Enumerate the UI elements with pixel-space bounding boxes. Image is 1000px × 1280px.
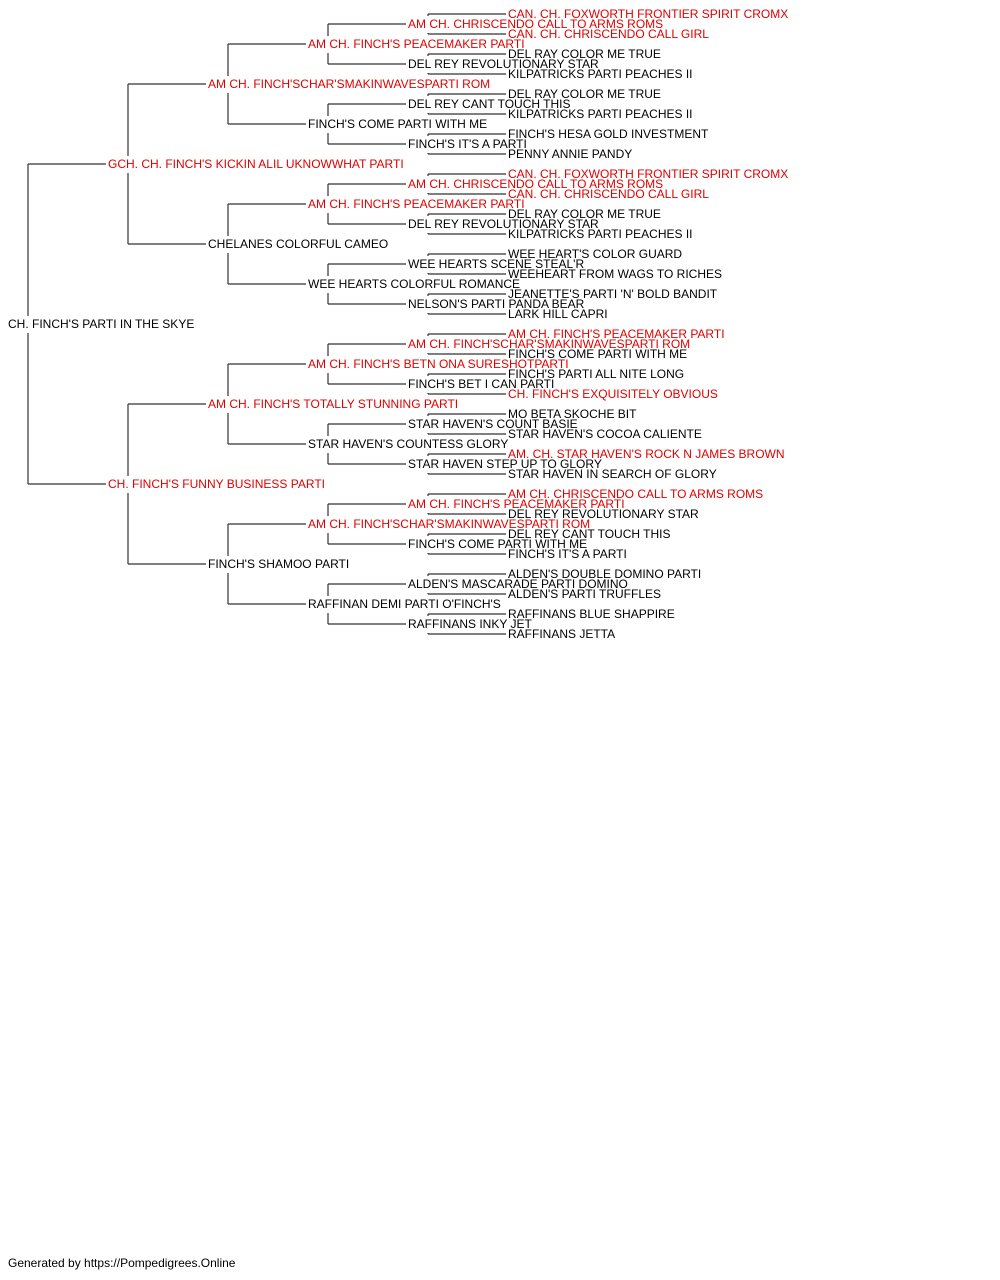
ancestor-name: DEL RAY COLOR ME TRUE: [508, 47, 661, 61]
ancestor-name: DEL REY REVOLUTIONARY STAR: [408, 217, 599, 231]
ancestor-name: DEL REY CANT TOUCH THIS: [508, 527, 671, 541]
ancestor-name-titled: CAN. CH. CHRISCENDO CALL GIRL: [508, 27, 709, 41]
ancestor-name-titled: AM CH. FINCH'SCHAR'SMAKINWAVESPARTI ROM: [208, 77, 490, 91]
ancestor-name: RAFFINAN DEMI PARTI O'FINCH'S: [308, 597, 501, 611]
ancestor-name: RAFFINANS BLUE SHAPPIRE: [508, 607, 675, 621]
ancestor-name: ALDEN'S DOUBLE DOMINO PARTI: [508, 567, 701, 581]
ancestor-name: NELSON'S PARTI PANDA BEAR: [408, 297, 585, 311]
ancestor-name: WEEHEART FROM WAGS TO RICHES: [508, 267, 722, 281]
ancestor-name: DEL REY REVOLUTIONARY STAR: [408, 57, 599, 71]
ancestor-name: STAR HAVEN'S COUNTESS GLORY: [308, 437, 508, 451]
ancestor-name: KILPATRICKS PARTI PEACHES II: [508, 107, 693, 121]
ancestor-name: RAFFINANS JETTA: [508, 627, 615, 641]
ancestor-name-titled: CAN. CH. FOXWORTH FRONTIER SPIRIT CROMX: [508, 167, 788, 181]
ancestor-name-titled: CAN. CH. CHRISCENDO CALL GIRL: [508, 187, 709, 201]
ancestor-name: FINCH'S IT'S A PARTI: [508, 547, 627, 561]
ancestor-name: WEE HEARTS COLORFUL ROMANCE: [308, 277, 520, 291]
ancestor-name: FINCH'S BET I CAN PARTI: [408, 377, 554, 391]
ancestor-name: FINCH'S COME PARTI WITH ME: [308, 117, 487, 131]
ancestor-name: DEL RAY COLOR ME TRUE: [508, 207, 661, 221]
ancestor-name: ALDEN'S MASCARADE PARTI DOMINO: [408, 577, 628, 591]
ancestor-name: DEL RAY COLOR ME TRUE: [508, 87, 661, 101]
ancestor-name-titled: AM CH. FINCH'SCHAR'SMAKINWAVESPARTI ROM: [308, 517, 590, 531]
ancestor-name-titled: AM CH. FINCH'S PEACEMAKER PARTI: [308, 37, 525, 51]
ancestor-name: FINCH'S PARTI ALL NITE LONG: [508, 367, 684, 381]
ancestor-name-titled: AM CH. CHRISCENDO CALL TO ARMS ROMS: [408, 177, 663, 191]
ancestor-name: FINCH'S HESA GOLD INVESTMENT: [508, 127, 709, 141]
ancestor-name: STAR HAVEN'S COUNT BASIE: [408, 417, 578, 431]
subject-dog-name: CH. FINCH'S PARTI IN THE SKYE: [8, 317, 194, 331]
ancestor-name-titled: CAN. CH. FOXWORTH FRONTIER SPIRIT CROMX: [508, 7, 788, 21]
ancestor-name-titled: AM CH. FINCH'SCHAR'SMAKINWAVESPARTI ROM: [408, 337, 690, 351]
ancestor-name: ALDEN'S PARTI TRUFFLES: [508, 587, 661, 601]
ancestor-name: DEL REY CANT TOUCH THIS: [408, 97, 571, 111]
ancestor-name-titled: CH. FINCH'S EXQUISITELY OBVIOUS: [508, 387, 718, 401]
ancestor-name-titled: GCH. CH. FINCH'S KICKIN ALIL UKNOWWHAT P…: [108, 157, 404, 171]
ancestor-name-titled: CH. FINCH'S FUNNY BUSINESS PARTI: [108, 477, 325, 491]
ancestor-name-titled: AM. CH. STAR HAVEN'S ROCK N JAMES BROWN: [508, 447, 785, 461]
ancestor-name: STAR HAVEN STEP UP TO GLORY: [408, 457, 602, 471]
ancestor-name-titled: AM CH. FINCH'S PEACEMAKER PARTI: [408, 497, 625, 511]
ancestor-name: STAR HAVEN'S COCOA CALIENTE: [508, 427, 702, 441]
ancestor-name-titled: AM CH. CHRISCENDO CALL TO ARMS ROMS: [508, 487, 763, 501]
ancestor-name: FINCH'S COME PARTI WITH ME: [408, 537, 587, 551]
footer-credit: Generated by https://Pompedigrees.Online: [8, 1256, 236, 1270]
ancestor-name: RAFFINANS INKY JET: [408, 617, 532, 631]
ancestor-name: KILPATRICKS PARTI PEACHES II: [508, 227, 693, 241]
ancestor-name-titled: AM CH. FINCH'S PEACEMAKER PARTI: [308, 197, 525, 211]
ancestor-name: JEANETTE'S PARTI 'N' BOLD BANDIT: [508, 287, 718, 301]
ancestor-name: WEE HEART'S COLOR GUARD: [508, 247, 682, 261]
ancestor-name-titled: AM CH. FINCH'S PEACEMAKER PARTI: [508, 327, 725, 341]
ancestor-name: STAR HAVEN IN SEARCH OF GLORY: [508, 467, 717, 481]
ancestor-name-titled: AM CH. FINCH'S TOTALLY STUNNING PARTI: [208, 397, 458, 411]
ancestor-name: MO BETA SKOCHE BIT: [508, 407, 637, 421]
ancestor-name: KILPATRICKS PARTI PEACHES II: [508, 67, 693, 81]
ancestor-name: WEE HEARTS SCENE STEAL'R: [408, 257, 584, 271]
ancestor-name: PENNY ANNIE PANDY: [508, 147, 632, 161]
ancestor-name: FINCH'S COME PARTI WITH ME: [508, 347, 687, 361]
ancestor-name: CHELANES COLORFUL CAMEO: [208, 237, 388, 251]
ancestor-name-titled: AM CH. FINCH'S BETN ONA SURESHOTPARTI: [308, 357, 569, 371]
ancestor-name: FINCH'S IT'S A PARTI: [408, 137, 527, 151]
ancestor-name: DEL REY REVOLUTIONARY STAR: [508, 507, 699, 521]
ancestor-name: FINCH'S SHAMOO PARTI: [208, 557, 349, 571]
ancestor-name-titled: AM CH. CHRISCENDO CALL TO ARMS ROMS: [408, 17, 663, 31]
ancestor-name: LARK HILL CAPRI: [508, 307, 608, 321]
